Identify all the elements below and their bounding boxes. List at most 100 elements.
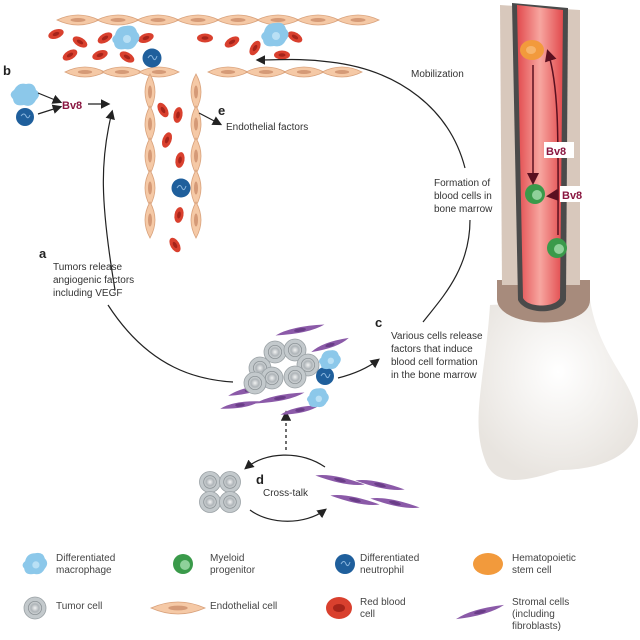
endothelial-cell xyxy=(296,14,340,26)
bv8-label-bone-2: Bv8 xyxy=(562,190,582,202)
arrow-to-c xyxy=(337,358,380,379)
arrow-bv8-progenitor xyxy=(546,189,559,201)
bv8-label-bone-1: Bv8 xyxy=(546,146,566,158)
endothelial-cell xyxy=(144,137,156,175)
legend-label: neutrophil xyxy=(360,565,404,576)
legend-label: Differentiated xyxy=(56,553,115,564)
hematopoietic-stem-cell xyxy=(520,40,544,60)
legend-item: Endothelial cell xyxy=(150,601,277,615)
myeloid-progenitor xyxy=(525,184,545,204)
red-blood-cell xyxy=(274,50,290,60)
stromal-cell xyxy=(280,405,320,415)
a-text-2: angiogenic factors xyxy=(53,275,134,286)
blood-vessel xyxy=(48,14,380,253)
endothelial-cell xyxy=(150,601,206,615)
legend-label: Tumor cell xyxy=(56,601,102,612)
macrophage xyxy=(318,350,341,370)
a-text-3: including VEGF xyxy=(53,288,122,299)
tumor-cell xyxy=(283,365,307,389)
endothelial-cell xyxy=(336,14,380,26)
endothelial-cell xyxy=(144,201,156,239)
tumor-cluster xyxy=(220,324,349,415)
endothelial-cell xyxy=(190,105,202,143)
arrow-neu-bv8 xyxy=(37,104,63,115)
arrow-endothelial-factors xyxy=(198,112,223,126)
red-blood-cell xyxy=(92,49,108,61)
endothelial-cell xyxy=(321,66,363,78)
legend-label: stem cell xyxy=(512,565,551,576)
label-b: b xyxy=(3,63,11,78)
red-blood-cell xyxy=(62,49,78,61)
legend-label: Endothelial cell xyxy=(210,601,277,612)
neutrophil xyxy=(335,554,355,574)
tumor-cell xyxy=(283,338,307,362)
myeloid-progenitor xyxy=(547,238,567,258)
stromal-cell xyxy=(255,392,305,404)
legend-label: cell xyxy=(360,609,375,620)
label-c: c xyxy=(375,315,382,330)
endothelial-cell xyxy=(207,66,249,78)
crosstalk-stromal-cells xyxy=(315,475,420,508)
red-blood-cell xyxy=(169,237,181,253)
legend-label: macrophage xyxy=(56,565,112,576)
macrophage xyxy=(22,552,48,575)
endothelial-cell xyxy=(101,66,143,78)
endothelial-cell xyxy=(190,137,202,175)
red-blood-cell xyxy=(173,107,183,123)
stromal-cell xyxy=(311,337,349,353)
tumor-cell xyxy=(263,340,287,364)
tumor-cell xyxy=(199,471,221,493)
endothelial-cell xyxy=(64,66,106,78)
neutrophil xyxy=(16,108,34,126)
endothelial-factors-label: Endothelial factors xyxy=(226,122,308,133)
endothelial-cell xyxy=(144,169,156,207)
a-text-1: Tumors release xyxy=(53,262,123,273)
neutrophil xyxy=(171,178,191,198)
formation-text-1: Formation of xyxy=(434,178,490,189)
mobilization-label: Mobilization xyxy=(411,69,464,80)
tumor-cell xyxy=(219,471,241,493)
arrow-crosstalk-top xyxy=(244,454,326,470)
red-blood-cell xyxy=(72,36,88,48)
endothelial-cell xyxy=(245,66,287,78)
stromal-cell xyxy=(455,604,505,620)
macrophage xyxy=(10,83,40,106)
red-blood-cell xyxy=(157,102,169,118)
red-blood-cell xyxy=(48,28,64,40)
legend-label: (including xyxy=(512,609,555,620)
red-blood-cell xyxy=(249,40,261,56)
endothelial-cell xyxy=(190,73,202,111)
c-text-3: blood cell formation xyxy=(391,357,478,368)
red-blood-cell xyxy=(119,51,135,63)
red-blood-cell xyxy=(287,31,303,43)
tumor-cell xyxy=(199,491,221,513)
hematopoietic-stem-cell-icon xyxy=(473,553,503,575)
legend-label: Myeloid xyxy=(210,553,244,564)
endothelial-cell xyxy=(56,14,100,26)
endothelial-cell xyxy=(138,66,180,78)
arrow-progenitor-to-hsc xyxy=(544,49,559,236)
arrow-mac-bv8 xyxy=(37,92,63,104)
legend-item: Tumor cell xyxy=(23,596,102,620)
endothelial-cell xyxy=(136,14,180,26)
arrow-mobilization xyxy=(255,55,466,169)
label-a: a xyxy=(39,246,47,261)
endothelial-cell xyxy=(283,66,325,78)
cross-talk-label: Cross-talk xyxy=(263,488,309,499)
legend-label: fibroblasts) xyxy=(512,621,561,632)
endothelial-cell xyxy=(190,201,202,239)
label-e: e xyxy=(218,103,225,118)
bv8-label-left: Bv8 xyxy=(62,100,82,112)
tumor-cell xyxy=(23,596,47,620)
endothelial-cell xyxy=(144,73,156,111)
red-blood-cell xyxy=(138,32,154,44)
arrow-tumor-to-vessel xyxy=(102,109,116,291)
macrophage xyxy=(261,22,289,47)
red-blood-cell xyxy=(197,33,213,43)
c-text-4: in the bone marrow xyxy=(391,370,477,381)
